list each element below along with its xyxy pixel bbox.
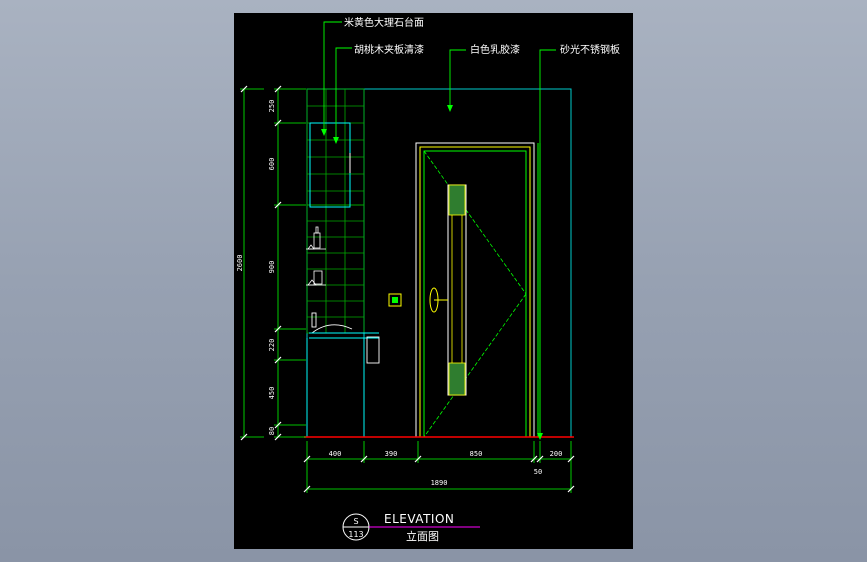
callout-stainless-plate: 砂光不锈钢板 (560, 43, 620, 56)
horizontal-dimension-lines (306, 441, 572, 493)
title-chinese: 立面图 (406, 529, 439, 543)
dim-vertical-segment: 220 (268, 339, 276, 352)
drawing-sheet: 米黄色大理石台面 胡桃木夹板清漆 白色乳胶漆 砂光不锈钢板 2600 250 6… (234, 13, 633, 549)
title-english: ELEVATION (384, 512, 454, 526)
vertical-dimension-lines (240, 88, 306, 438)
wall-outline (306, 88, 572, 438)
dim-horizontal-segment: 400 (329, 450, 342, 458)
dim-vertical-segment: 900 (268, 261, 276, 274)
vanity-counter (306, 312, 380, 437)
tile-grid (306, 88, 365, 334)
wall-rectangle (306, 88, 572, 438)
horizontal-dimension-ticks (303, 455, 575, 493)
dim-vertical-segment: 250 (268, 100, 276, 113)
dim-horizontal-segment: 390 (385, 450, 398, 458)
upper-cabinet (309, 122, 351, 208)
dim-vertical-total: 2600 (236, 255, 244, 272)
callout-marble-top: 米黄色大理石台面 (344, 16, 424, 29)
callout-white-latex: 白色乳胶漆 (470, 43, 520, 56)
shelf-items (306, 226, 326, 286)
dim-horizontal-total: 1890 (431, 479, 448, 487)
door-swing-lines (423, 150, 527, 438)
vertical-dimension-ticks (240, 85, 282, 441)
callout-leaders (323, 21, 556, 433)
dim-vertical-segment: 600 (268, 158, 276, 171)
door-handle (429, 287, 448, 313)
dim-vertical-segment: 80 (268, 427, 276, 435)
section-bubble-letter: S (353, 517, 358, 526)
callout-walnut-veneer: 胡桃木夹板清漆 (354, 43, 424, 56)
dim-horizontal-segment: 200 (550, 450, 563, 458)
elevation-drawing: 米黄色大理石台面 胡桃木夹板清漆 白色乳胶漆 砂光不锈钢板 2600 250 6… (236, 16, 620, 543)
door-vision-strip (447, 184, 467, 396)
dim-horizontal-segment: 50 (534, 468, 542, 476)
section-bubble-number: 113 (348, 530, 363, 539)
callout-arrows (321, 105, 543, 440)
dim-vertical-segment: 450 (268, 387, 276, 400)
light-switch (388, 293, 402, 307)
door-frame (415, 142, 535, 438)
dim-horizontal-segment: 850 (470, 450, 483, 458)
